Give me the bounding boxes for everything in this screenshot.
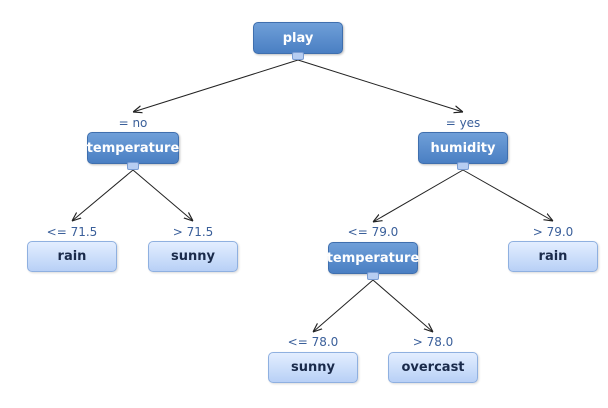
node-rain-2: rain <box>508 241 598 272</box>
edge-label: > 71.5 <box>172 225 214 239</box>
node-label: humidity <box>430 140 496 156</box>
edge-label: = yes <box>445 116 481 130</box>
edge-humidity-rain-2 <box>462 169 553 221</box>
edge-humidity-temperature-2 <box>373 169 464 222</box>
node-label: temperature <box>86 140 180 156</box>
edge-temperature-2-overcast <box>372 279 433 332</box>
node-label: temperature <box>326 250 420 266</box>
node-sunny-2: sunny <box>268 352 358 383</box>
node-sunny-1: sunny <box>148 241 238 272</box>
node-temperature-2: temperature <box>326 242 420 274</box>
node-overcast: overcast <box>388 352 478 383</box>
node-temperature-1: temperature <box>87 132 179 164</box>
collapse-handle-icon[interactable] <box>292 52 304 60</box>
node-humidity: humidity <box>418 132 508 164</box>
node-label: sunny <box>291 360 335 375</box>
edge-label: <= 79.0 <box>347 225 399 239</box>
edge-label: <= 78.0 <box>287 335 339 349</box>
node-play: play <box>253 22 343 54</box>
node-rain-1: rain <box>27 241 117 272</box>
node-label: overcast <box>401 360 465 375</box>
edge-label: > 79.0 <box>532 225 574 239</box>
collapse-handle-icon[interactable] <box>457 162 469 170</box>
edge-temperature-1-sunny-1 <box>132 169 193 221</box>
edge-play-humidity <box>297 59 463 112</box>
node-label: rain <box>57 249 87 264</box>
node-label: rain <box>538 249 568 264</box>
node-label: sunny <box>171 249 215 264</box>
edge-play-temperature-1 <box>133 59 299 112</box>
node-label: play <box>282 30 314 46</box>
edge-label: = no <box>118 116 148 130</box>
edge-temperature-1-rain-1 <box>72 169 134 221</box>
edge-label: <= 71.5 <box>46 225 98 239</box>
collapse-handle-icon[interactable] <box>127 162 139 170</box>
collapse-handle-icon[interactable] <box>367 272 379 280</box>
edge-temperature-2-sunny-2 <box>313 279 374 332</box>
edge-label: > 78.0 <box>412 335 454 349</box>
